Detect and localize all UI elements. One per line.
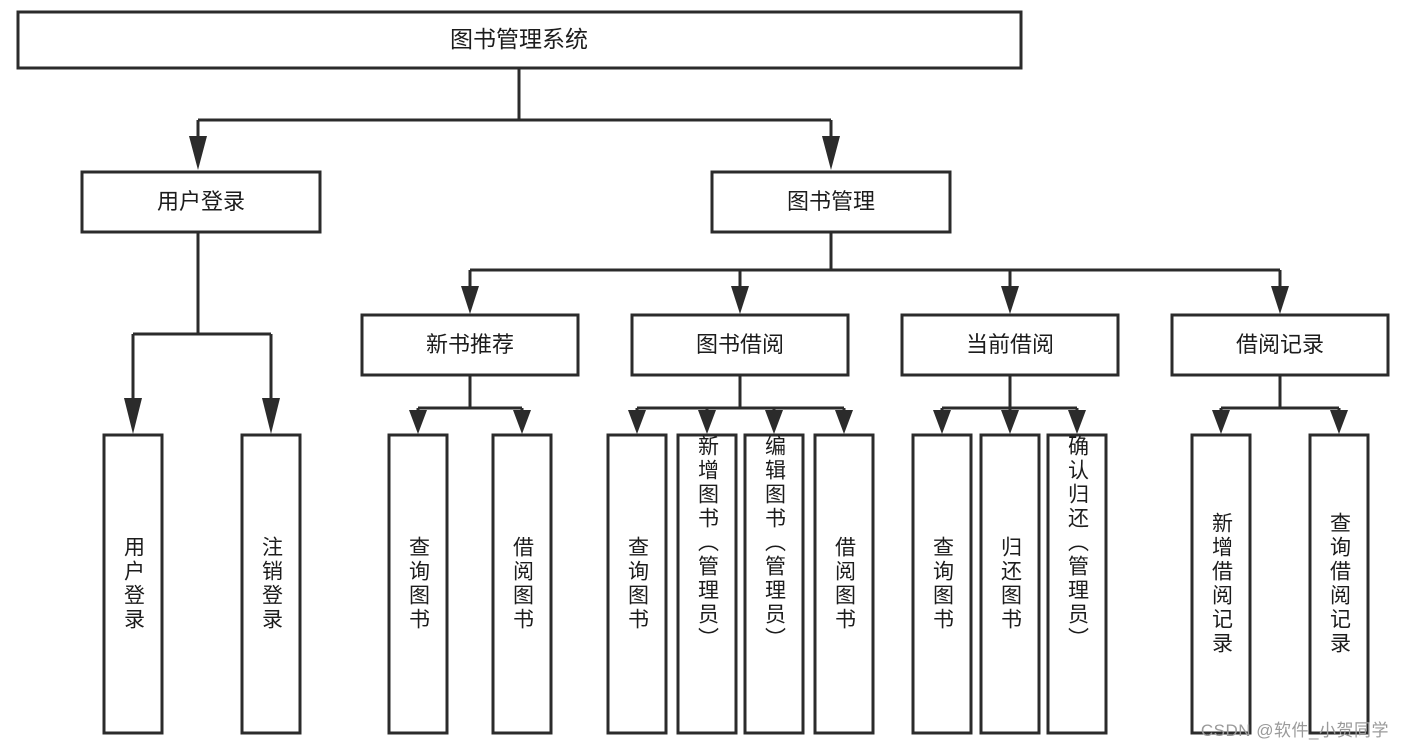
- node-label-book-manage: 图书管理: [787, 189, 875, 214]
- arrow-head-userlogin-2: [262, 398, 280, 434]
- arrow-head-bookmanage-2: [731, 286, 749, 314]
- node-box-leaf-book-borrow-1[interactable]: [606, 433, 668, 735]
- arrow-head-to-user-login: [189, 136, 207, 170]
- node-label-current-borrow: 当前借阅: [966, 332, 1054, 357]
- arrow-head-bookborrow-1: [628, 410, 646, 434]
- arrow-head-newbook-1: [409, 410, 427, 434]
- node-label-book-borrow: 图书借阅: [696, 332, 784, 357]
- node-box-book-manage[interactable]: [710, 170, 952, 234]
- watermark-text: CSDN @软件_小贺同学: [1200, 721, 1389, 740]
- node-label-new-book-recommend: 新书推荐: [426, 332, 514, 357]
- node-box-leaf-new-book-2[interactable]: [491, 433, 553, 735]
- node-box-leaf-current-borrow-2[interactable]: [979, 433, 1041, 735]
- arrow-head-currentborrow-2: [1001, 410, 1019, 434]
- arrow-head-bookborrow-2: [698, 410, 716, 434]
- node-box-leaf-user-login-1[interactable]: [102, 433, 164, 735]
- node-box-leaf-current-borrow-1[interactable]: [911, 433, 973, 735]
- connector-group-borrow-records: [1212, 375, 1348, 434]
- node-box-leaf-borrow-records-2[interactable]: [1308, 433, 1370, 735]
- arrow-head-bookmanage-3: [1001, 286, 1019, 314]
- node-box-root[interactable]: [16, 10, 1023, 70]
- arrow-head-newbook-2: [513, 410, 531, 434]
- node-label-root: 图书管理系统: [450, 26, 588, 52]
- connector-group-book-borrow: [628, 375, 853, 434]
- node-box-user-login[interactable]: [80, 170, 322, 234]
- arrow-head-currentborrow-1: [933, 410, 951, 434]
- connector-group-new-book: [409, 375, 531, 434]
- arrow-head-currentborrow-3: [1068, 410, 1086, 434]
- arrow-head-bookmanage-1: [461, 286, 479, 314]
- node-box-leaf-current-borrow-3[interactable]: [1046, 433, 1108, 735]
- arrow-head-bookborrow-4: [835, 410, 853, 434]
- node-label-user-login: 用户登录: [157, 189, 245, 214]
- arrow-head-bookmanage-4: [1271, 286, 1289, 314]
- node-box-book-borrow[interactable]: [630, 313, 850, 377]
- node-box-borrow-records[interactable]: [1170, 313, 1390, 377]
- connector-group-root: [189, 68, 840, 170]
- node-box-leaf-borrow-records-1[interactable]: [1190, 433, 1252, 735]
- arrow-head-userlogin-1: [124, 398, 142, 434]
- connector-group-user-login: [124, 232, 280, 434]
- arrow-head-borrowrecords-2: [1330, 410, 1348, 434]
- node-box-leaf-book-borrow-2[interactable]: [676, 433, 738, 735]
- node-label-borrow-records: 借阅记录: [1236, 332, 1324, 357]
- arrow-head-borrowrecords-1: [1212, 410, 1230, 434]
- node-box-leaf-user-login-2[interactable]: [240, 433, 302, 735]
- connector-group-book-manage: [461, 232, 1289, 314]
- node-box-leaf-book-borrow-4[interactable]: [813, 433, 875, 735]
- node-box-leaf-new-book-1[interactable]: [387, 433, 449, 735]
- connector-group-current-borrow: [933, 375, 1086, 434]
- arrow-head-bookborrow-3: [765, 410, 783, 434]
- node-box-new-book-recommend[interactable]: [360, 313, 580, 377]
- arrow-head-to-book-manage: [822, 136, 840, 170]
- node-box-current-borrow[interactable]: [900, 313, 1120, 377]
- node-box-leaf-book-borrow-3[interactable]: [743, 433, 805, 735]
